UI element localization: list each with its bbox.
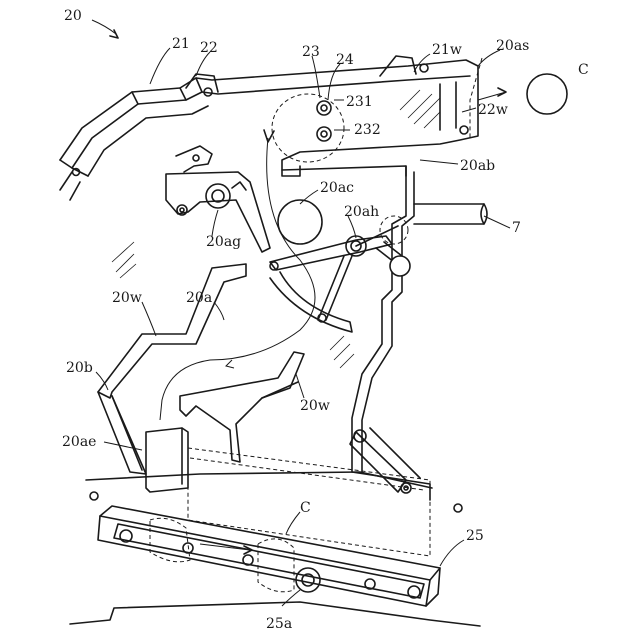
plunger-arm-20ah [270,200,410,332]
label-20ac: 20ac [320,180,354,196]
label-23: 23 [302,44,320,60]
label-24: 24 [336,52,354,68]
label-20w-right: 20w [300,398,330,414]
label-20ae: 20ae [62,434,96,450]
label-232: 232 [354,122,381,138]
guide-wall-20w-right [180,352,304,462]
label-7: 7 [512,220,521,236]
label-c-bottom: C [300,500,311,516]
card-c-top [470,58,567,140]
label-20ag: 20ag [206,234,241,250]
label-20as: 20as [496,38,529,54]
label-20w-left: 20w [112,290,142,306]
label-22: 22 [200,40,218,56]
label-231: 231 [346,94,373,110]
label-20b: 20b [66,360,93,376]
label-c-top: C [578,62,589,78]
label-20ab: 20ab [460,158,495,174]
floor-line [86,472,462,512]
conveyor-tray-25 [98,506,440,606]
label-20: 20 [64,8,82,24]
label-25: 25 [466,528,484,544]
top-frame-21 [60,56,478,200]
label-25a: 25a [266,616,292,632]
label-21w: 21w [432,42,462,58]
label-21: 21 [172,36,190,52]
label-20a: 20a [186,290,212,306]
label-22w: 22w [478,102,508,118]
leader-lines [92,20,510,606]
guide-20ae [146,428,188,492]
shaft-7 [414,204,487,224]
label-20ah: 20ah [344,204,379,220]
guide-wall-20w-left [98,242,246,474]
